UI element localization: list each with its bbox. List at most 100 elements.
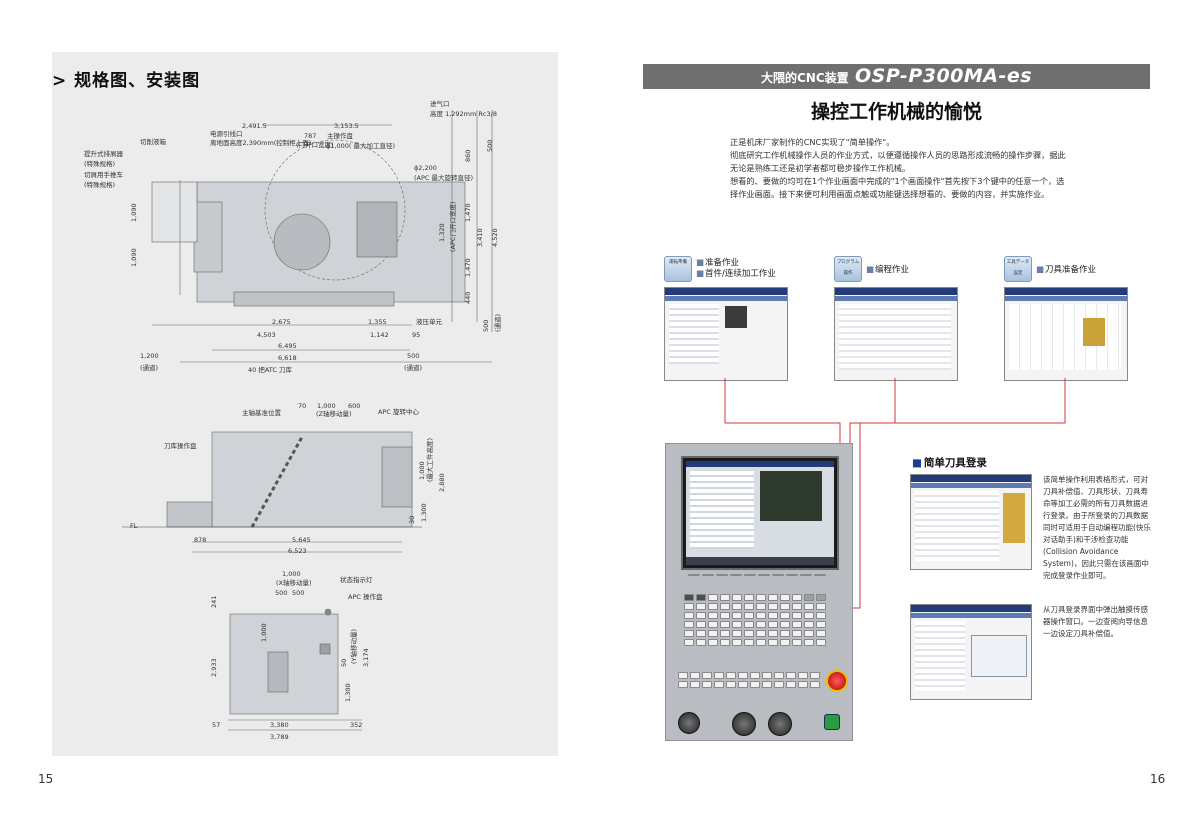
function-key[interactable] <box>702 574 714 576</box>
function-key[interactable] <box>814 574 826 576</box>
mode-key[interactable] <box>738 681 748 688</box>
key[interactable] <box>756 639 766 646</box>
function-key[interactable] <box>772 574 784 576</box>
key[interactable] <box>768 603 778 610</box>
function-key[interactable] <box>688 574 700 576</box>
key[interactable] <box>780 594 790 601</box>
mode-key[interactable] <box>750 672 760 679</box>
mode-key[interactable] <box>726 672 736 679</box>
mode-key[interactable] <box>678 672 688 679</box>
function-key[interactable] <box>758 574 770 576</box>
mode-key[interactable] <box>774 681 784 688</box>
key[interactable] <box>720 639 730 646</box>
key[interactable] <box>780 621 790 628</box>
feedrate-override-knob[interactable] <box>678 712 700 734</box>
key[interactable] <box>804 603 814 610</box>
key[interactable] <box>792 639 802 646</box>
mode-key[interactable] <box>690 672 700 679</box>
key[interactable] <box>696 594 706 601</box>
mode-key[interactable] <box>702 681 712 688</box>
key[interactable] <box>804 621 814 628</box>
key[interactable] <box>792 612 802 619</box>
key[interactable] <box>768 621 778 628</box>
key[interactable] <box>804 630 814 637</box>
key[interactable] <box>684 612 694 619</box>
mode-key[interactable] <box>714 672 724 679</box>
function-key[interactable] <box>730 574 742 576</box>
key[interactable] <box>792 621 802 628</box>
mode-key[interactable] <box>810 681 820 688</box>
key[interactable] <box>792 594 802 601</box>
key[interactable] <box>732 639 742 646</box>
key[interactable] <box>684 621 694 628</box>
key[interactable] <box>720 594 730 601</box>
key[interactable] <box>732 630 742 637</box>
key[interactable] <box>744 594 754 601</box>
key[interactable] <box>756 630 766 637</box>
mode-key[interactable] <box>786 672 796 679</box>
key[interactable] <box>780 603 790 610</box>
key[interactable] <box>708 639 718 646</box>
mode-button-tool-data[interactable]: 工具データ設定 <box>1004 256 1032 282</box>
function-key[interactable] <box>800 574 812 576</box>
key[interactable] <box>708 612 718 619</box>
key[interactable] <box>780 630 790 637</box>
key[interactable] <box>816 603 826 610</box>
key[interactable] <box>744 603 754 610</box>
key[interactable] <box>708 621 718 628</box>
key[interactable] <box>756 603 766 610</box>
key[interactable] <box>720 603 730 610</box>
mode-button-program[interactable]: プログラム操作 <box>834 256 862 282</box>
key[interactable] <box>756 612 766 619</box>
key[interactable] <box>720 612 730 619</box>
key[interactable] <box>708 594 718 601</box>
mode-key[interactable] <box>726 681 736 688</box>
key[interactable] <box>768 630 778 637</box>
mode-key[interactable] <box>762 681 772 688</box>
key[interactable] <box>696 639 706 646</box>
mode-key[interactable] <box>702 672 712 679</box>
mode-key[interactable] <box>798 672 808 679</box>
key[interactable] <box>792 603 802 610</box>
key[interactable] <box>816 612 826 619</box>
key[interactable] <box>720 621 730 628</box>
key[interactable] <box>816 621 826 628</box>
key[interactable] <box>708 630 718 637</box>
key[interactable] <box>756 594 766 601</box>
key[interactable] <box>744 630 754 637</box>
key[interactable] <box>816 630 826 637</box>
function-key[interactable] <box>786 574 798 576</box>
key[interactable] <box>708 603 718 610</box>
key[interactable] <box>768 612 778 619</box>
key[interactable] <box>732 603 742 610</box>
key[interactable] <box>732 621 742 628</box>
mode-key[interactable] <box>786 681 796 688</box>
function-key[interactable] <box>716 574 728 576</box>
key[interactable] <box>780 639 790 646</box>
key[interactable] <box>732 612 742 619</box>
key[interactable] <box>804 639 814 646</box>
key[interactable] <box>684 594 694 601</box>
key[interactable] <box>696 603 706 610</box>
key[interactable] <box>756 621 766 628</box>
key[interactable] <box>696 621 706 628</box>
cycle-start-button[interactable] <box>824 714 840 730</box>
key[interactable] <box>684 630 694 637</box>
mode-key[interactable] <box>738 672 748 679</box>
key[interactable] <box>696 630 706 637</box>
mode-key[interactable] <box>798 681 808 688</box>
key[interactable] <box>804 612 814 619</box>
key[interactable] <box>780 612 790 619</box>
key[interactable] <box>768 594 778 601</box>
mode-key[interactable] <box>750 681 760 688</box>
emergency-stop-button[interactable] <box>826 670 848 692</box>
key[interactable] <box>744 612 754 619</box>
key[interactable] <box>684 639 694 646</box>
key[interactable] <box>792 630 802 637</box>
mode-key[interactable] <box>678 681 688 688</box>
key[interactable] <box>816 594 826 601</box>
key[interactable] <box>744 639 754 646</box>
spindle-override-knob[interactable] <box>732 712 756 736</box>
key[interactable] <box>744 621 754 628</box>
key[interactable] <box>768 639 778 646</box>
